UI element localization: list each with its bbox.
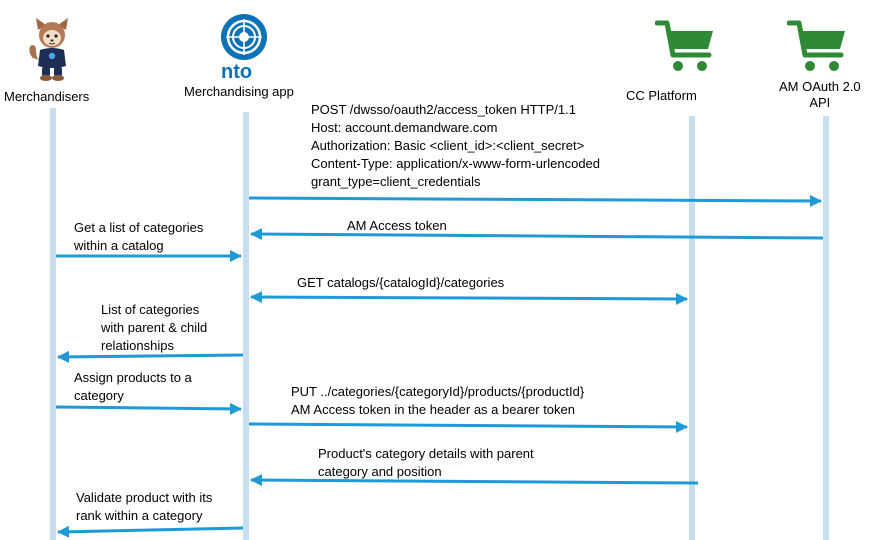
nto-logo-text: nto	[221, 61, 253, 83]
arrow-am-access-token	[250, 228, 824, 241]
message-get-categories: Get a list of categories within a catalo…	[74, 219, 203, 255]
message-line: rank within a category	[76, 508, 203, 523]
message-am-access-token: AM Access token	[347, 218, 447, 233]
actor-merchandising-app: Merchandising app	[184, 84, 294, 99]
message-line: grant_type=client_credentials	[311, 174, 481, 189]
lifeline-merchandisers	[50, 108, 56, 540]
message-get-catalog-categories: GET catalogs/{catalogId}/categories	[297, 275, 505, 290]
lifeline-cc-platform	[689, 116, 695, 540]
nto-logo-icon	[221, 14, 267, 60]
arrow-validate-product	[57, 525, 244, 538]
arrow-access-token-request	[248, 194, 822, 207]
message-line: List of categories	[101, 302, 200, 317]
actor-merchandisers: Merchandisers	[4, 89, 90, 104]
message-line: category and position	[318, 464, 442, 479]
message-line: with parent & child	[101, 320, 208, 335]
message-line: relationships	[101, 338, 174, 353]
arrow-category-details	[250, 474, 699, 487]
arrow-assign-products	[55, 402, 242, 415]
message-access-token-request: POST /dwsso/oauth2/access_token HTTP/1.1…	[311, 101, 600, 191]
arrow-put-product	[248, 420, 688, 433]
lifeline-am-oauth	[823, 116, 829, 540]
lifeline-merchandising-app	[243, 112, 249, 540]
message-line: within a catalog	[74, 238, 164, 253]
actor-am-oauth-line1: AM OAuth 2.0	[779, 79, 861, 94]
message-validate-product: Validate product with its rank within a …	[76, 489, 212, 525]
message-line: Get a list of categories	[74, 220, 204, 235]
message-line: AM Access token in the header as a beare…	[291, 402, 576, 417]
message-list-categories: List of categories with parent & child r…	[101, 301, 207, 355]
shopping-cart-icon	[787, 20, 845, 71]
message-line: Authorization: Basic <client_id>:<client…	[311, 138, 585, 153]
message-assign-products: Assign products to a category	[74, 369, 192, 405]
actor-am-oauth: AM OAuth 2.0 API	[779, 79, 861, 111]
message-line: PUT ../categories/{categoryId}/products/…	[291, 384, 585, 399]
actor-cc-platform: CC Platform	[626, 88, 697, 103]
actor-am-oauth-line2: API	[809, 95, 831, 110]
arrow-list-categories	[57, 350, 244, 363]
shopping-cart-icon	[655, 20, 713, 71]
message-line: Validate product with its	[76, 490, 213, 505]
message-line: category	[74, 388, 124, 403]
message-put-product: PUT ../categories/{categoryId}/products/…	[291, 383, 584, 419]
message-line: Product's category details with parent	[318, 446, 534, 461]
message-category-details: Product's category details with parent c…	[318, 445, 534, 481]
message-line: Assign products to a	[74, 370, 192, 385]
message-line: Content-Type: application/x-www-form-url…	[311, 156, 601, 171]
message-line: POST /dwsso/oauth2/access_token HTTP/1.1	[311, 102, 576, 117]
message-line: Host: account.demandware.com	[311, 120, 498, 135]
astro-mascot-icon	[29, 18, 68, 81]
arrow-get-catalog-categories	[250, 291, 688, 305]
